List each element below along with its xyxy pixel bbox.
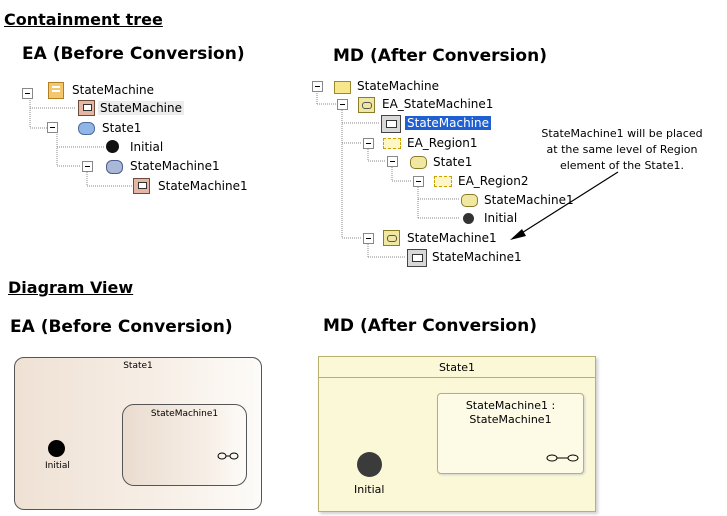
state-icon [410, 156, 427, 169]
collapse-toggle[interactable] [47, 122, 58, 133]
collapse-toggle[interactable] [312, 81, 323, 92]
initial-node[interactable] [357, 452, 382, 477]
containment-tree-heading: Containment tree [4, 10, 163, 29]
conversion-note: StateMachine1 will be placed at the same… [520, 126, 724, 174]
state-label: State1 [123, 361, 153, 371]
tree-item-label: StateMachine [405, 116, 491, 130]
initial-node-icon [463, 213, 474, 224]
initial-node[interactable] [48, 440, 65, 457]
ea-diagram-subheading: EA (Before Conversion) [10, 317, 233, 337]
submachine-state-icon [461, 194, 478, 207]
state-icon [78, 122, 95, 135]
submachine-link-icon [546, 454, 579, 462]
tree-item-label: EA_Region1 [407, 136, 478, 150]
tree-item-label: StateMachine [357, 79, 439, 93]
state-label: State1 [438, 361, 476, 374]
state-machine-diagram-icon [133, 178, 150, 194]
tree-item-label: State1 [102, 121, 142, 135]
tree-item-label: Initial [484, 211, 518, 225]
package-folder-icon [334, 81, 351, 94]
md-diagram-subheading: MD (After Conversion) [323, 316, 537, 336]
collapse-toggle[interactable] [363, 233, 374, 244]
tree-item-label: StateMachine1 [407, 231, 497, 245]
tree-item-label: State1 [433, 155, 473, 169]
collapse-toggle[interactable] [82, 161, 93, 172]
compartment-divider [319, 377, 595, 378]
ea-state-node[interactable]: State1 StateMachine1 Initial [14, 357, 262, 510]
submachine-state-icon [106, 160, 123, 174]
pointer-arrow [510, 171, 619, 240]
note-line: StateMachine1 will be placed [541, 127, 703, 140]
tree-item-label: StateMachine [98, 101, 184, 115]
state-machine-diagram-icon [381, 115, 401, 133]
diagram-view-heading: Diagram View [8, 278, 134, 297]
collapse-toggle[interactable] [387, 156, 398, 167]
md-tree-subheading: MD (After Conversion) [333, 46, 547, 66]
note-line: at the same level of Region [546, 143, 698, 156]
note-line: element of the State1. [559, 159, 685, 172]
submachine-label-line1: StateMachine1 : [465, 399, 556, 412]
state-machine-diagram-icon [78, 100, 95, 116]
tree-item-label: StateMachine1 [158, 179, 248, 193]
md-state-node[interactable]: State1 StateMachine1 : StateMachine1 Ini… [318, 356, 596, 512]
initial-node-icon [106, 140, 119, 153]
initial-label: Initial [45, 461, 70, 471]
collapse-toggle[interactable] [363, 138, 374, 149]
tree-item-label: StateMachine1 [484, 193, 574, 207]
region-icon [383, 138, 401, 149]
collapse-toggle[interactable] [22, 88, 33, 99]
submachine-link-icon [217, 452, 239, 460]
state-machine-icon [383, 230, 400, 246]
submachine-label-line2: StateMachine1 [469, 413, 552, 426]
tree-item-label: EA_Region2 [458, 174, 529, 188]
ea-tree-subheading: EA (Before Conversion) [22, 44, 245, 64]
submachine-label: StateMachine1 [150, 409, 219, 419]
state-machine-folder-icon [48, 82, 64, 99]
state-machine-diagram-icon [407, 249, 427, 267]
tree-item-label: StateMachine1 [130, 159, 220, 173]
md-submachine-node[interactable]: StateMachine1 : StateMachine1 [437, 393, 584, 474]
tree-item-label: StateMachine1 [432, 250, 522, 264]
collapse-toggle[interactable] [337, 99, 348, 110]
region-icon [434, 176, 452, 187]
tree-item-label: EA_StateMachine1 [382, 97, 494, 111]
state-machine-icon [358, 97, 375, 113]
ea-submachine-node[interactable]: StateMachine1 [122, 404, 247, 486]
initial-label: Initial [354, 483, 385, 496]
tree-item-label: StateMachine [72, 83, 154, 97]
tree-item-label: Initial [130, 140, 164, 154]
collapse-toggle[interactable] [413, 176, 424, 187]
